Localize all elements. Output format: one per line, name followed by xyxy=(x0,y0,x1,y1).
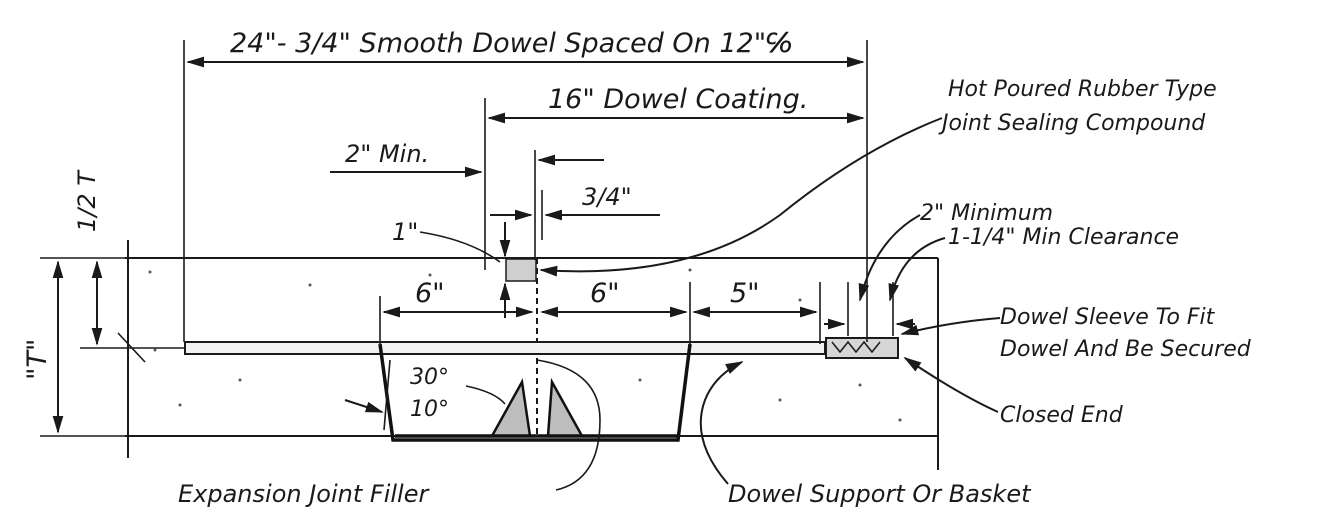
five-label: 5" xyxy=(730,278,760,309)
hot-poured-line1: Hot Poured Rubber Type xyxy=(948,77,1217,102)
two-minimum-label: 2" Minimum xyxy=(920,201,1053,226)
expansion-joint xyxy=(505,258,538,436)
dowel-coating-label: 16" Dowel Coating. xyxy=(548,84,808,115)
angle-30-label: 30° xyxy=(410,365,449,390)
six-right-label: 6" xyxy=(590,278,620,309)
dowel-support-label: Dowel Support Or Basket xyxy=(728,480,1032,508)
one-inch-label: 1" xyxy=(392,218,418,246)
t-label: "T" xyxy=(22,339,53,380)
expansion-filler-label: Expansion Joint Filler xyxy=(178,480,430,508)
concrete-slab xyxy=(125,240,939,470)
clearance-label: 1-1/4" Min Clearance xyxy=(948,225,1179,250)
sleeve-line2: Dowel And Be Secured xyxy=(1000,337,1252,362)
dowel-basket xyxy=(378,343,692,442)
hot-poured-line2: Joint Sealing Compound xyxy=(938,111,1206,136)
two-min-label: 2" Min. xyxy=(345,140,429,168)
six-left-label: 6" xyxy=(415,278,445,309)
dowel-bar xyxy=(184,341,826,355)
overall-dowel-label: 24"- 3/4" Smooth Dowel Spaced On 12"℅ xyxy=(230,28,792,59)
sleeve-line1: Dowel Sleeve To Fit xyxy=(1000,305,1216,330)
joint-sealant xyxy=(505,258,537,282)
closed-end-label: Closed End xyxy=(1000,403,1124,428)
angle-10-label: 10° xyxy=(410,397,449,422)
three-quarter-label: 3/4" xyxy=(582,183,632,211)
half-t-label: 1/2 T xyxy=(73,169,101,232)
